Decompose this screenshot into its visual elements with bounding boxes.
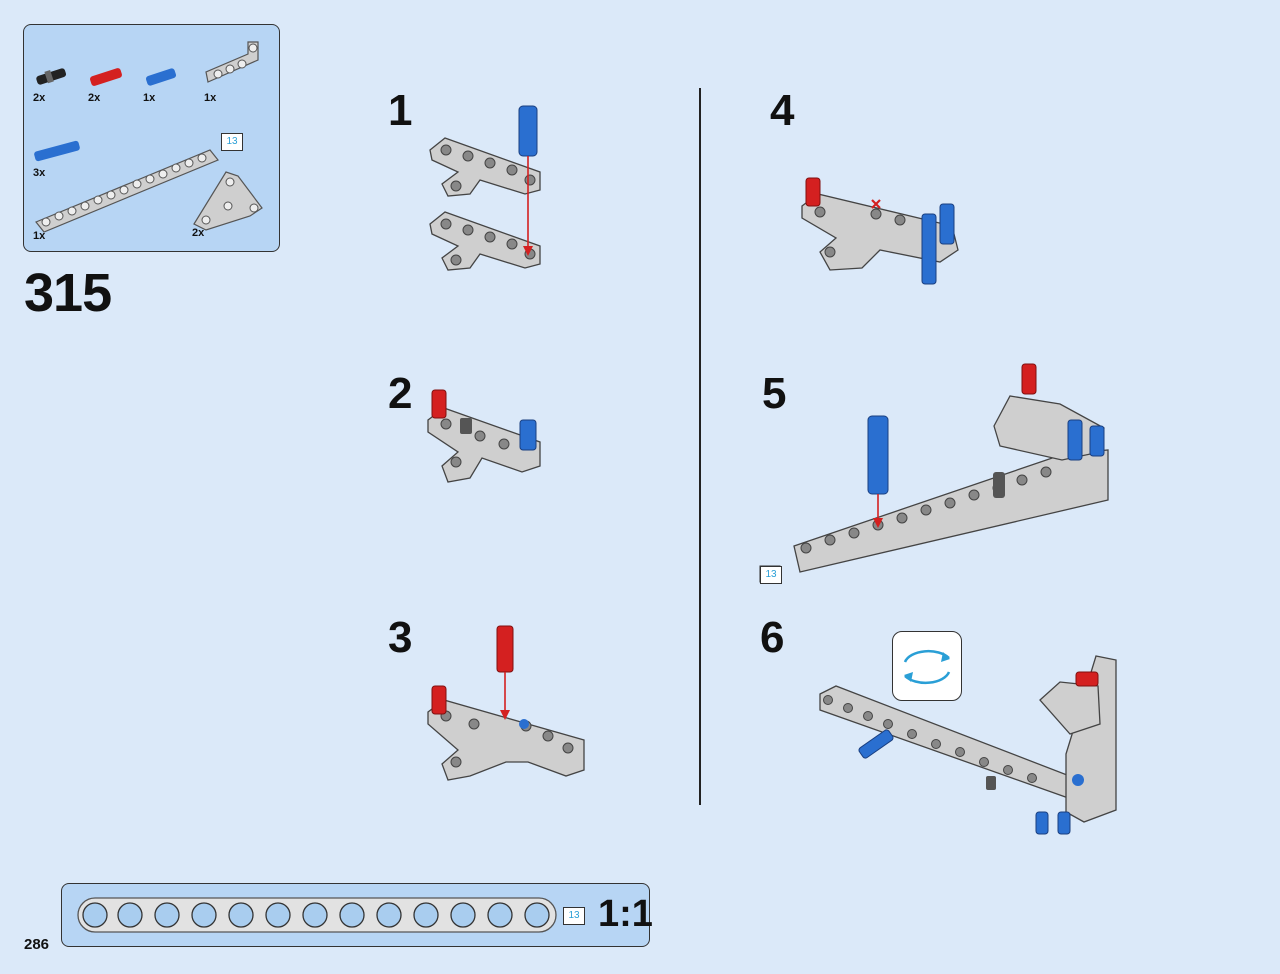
sub-step-1: 1 bbox=[388, 86, 413, 135]
part-qty: 2x bbox=[88, 92, 101, 104]
step-1-illustration bbox=[429, 105, 541, 271]
scale-label: 1:1 bbox=[598, 893, 653, 935]
column-divider bbox=[699, 88, 701, 805]
part-qty: 2x bbox=[192, 227, 205, 239]
gray-beam-13-icon bbox=[35, 149, 219, 233]
sub-step-5: 5 bbox=[762, 369, 787, 418]
page-step-number: 315 bbox=[24, 263, 112, 323]
rotate-model-icon bbox=[903, 649, 951, 685]
beam-length-tag-step5: 13 bbox=[760, 566, 782, 584]
sub-step-2: 2 bbox=[388, 369, 413, 418]
sub-step-3: 3 bbox=[388, 613, 413, 662]
part-qty: 1x bbox=[204, 92, 217, 104]
blue-long-pin-icon bbox=[34, 140, 80, 162]
sub-step-4: 4 bbox=[770, 86, 795, 135]
beam-length-tag: 13 bbox=[221, 133, 243, 151]
ruler-length-tag: 13 bbox=[563, 907, 585, 925]
rotate-model-callout bbox=[892, 631, 962, 701]
blue-pin-icon bbox=[145, 68, 177, 86]
part-qty: 2x bbox=[33, 92, 46, 104]
step-2-illustration bbox=[427, 389, 541, 483]
black-pin-icon bbox=[36, 68, 67, 85]
red-axle-pin-icon bbox=[90, 68, 122, 86]
step-6-illustration bbox=[819, 655, 1117, 835]
step-3-illustration bbox=[427, 625, 585, 781]
step-4-illustration bbox=[801, 177, 959, 285]
step-5-illustration bbox=[793, 363, 1109, 573]
gray-triangle-beam-icon bbox=[193, 171, 263, 231]
gray-angled-beam-icon bbox=[205, 41, 259, 83]
page-number: 286 bbox=[24, 936, 50, 953]
part-qty: 1x bbox=[143, 92, 156, 104]
sub-step-6: 6 bbox=[760, 613, 785, 662]
part-qty: 3x bbox=[33, 167, 46, 179]
part-qty: 1x bbox=[33, 230, 46, 242]
